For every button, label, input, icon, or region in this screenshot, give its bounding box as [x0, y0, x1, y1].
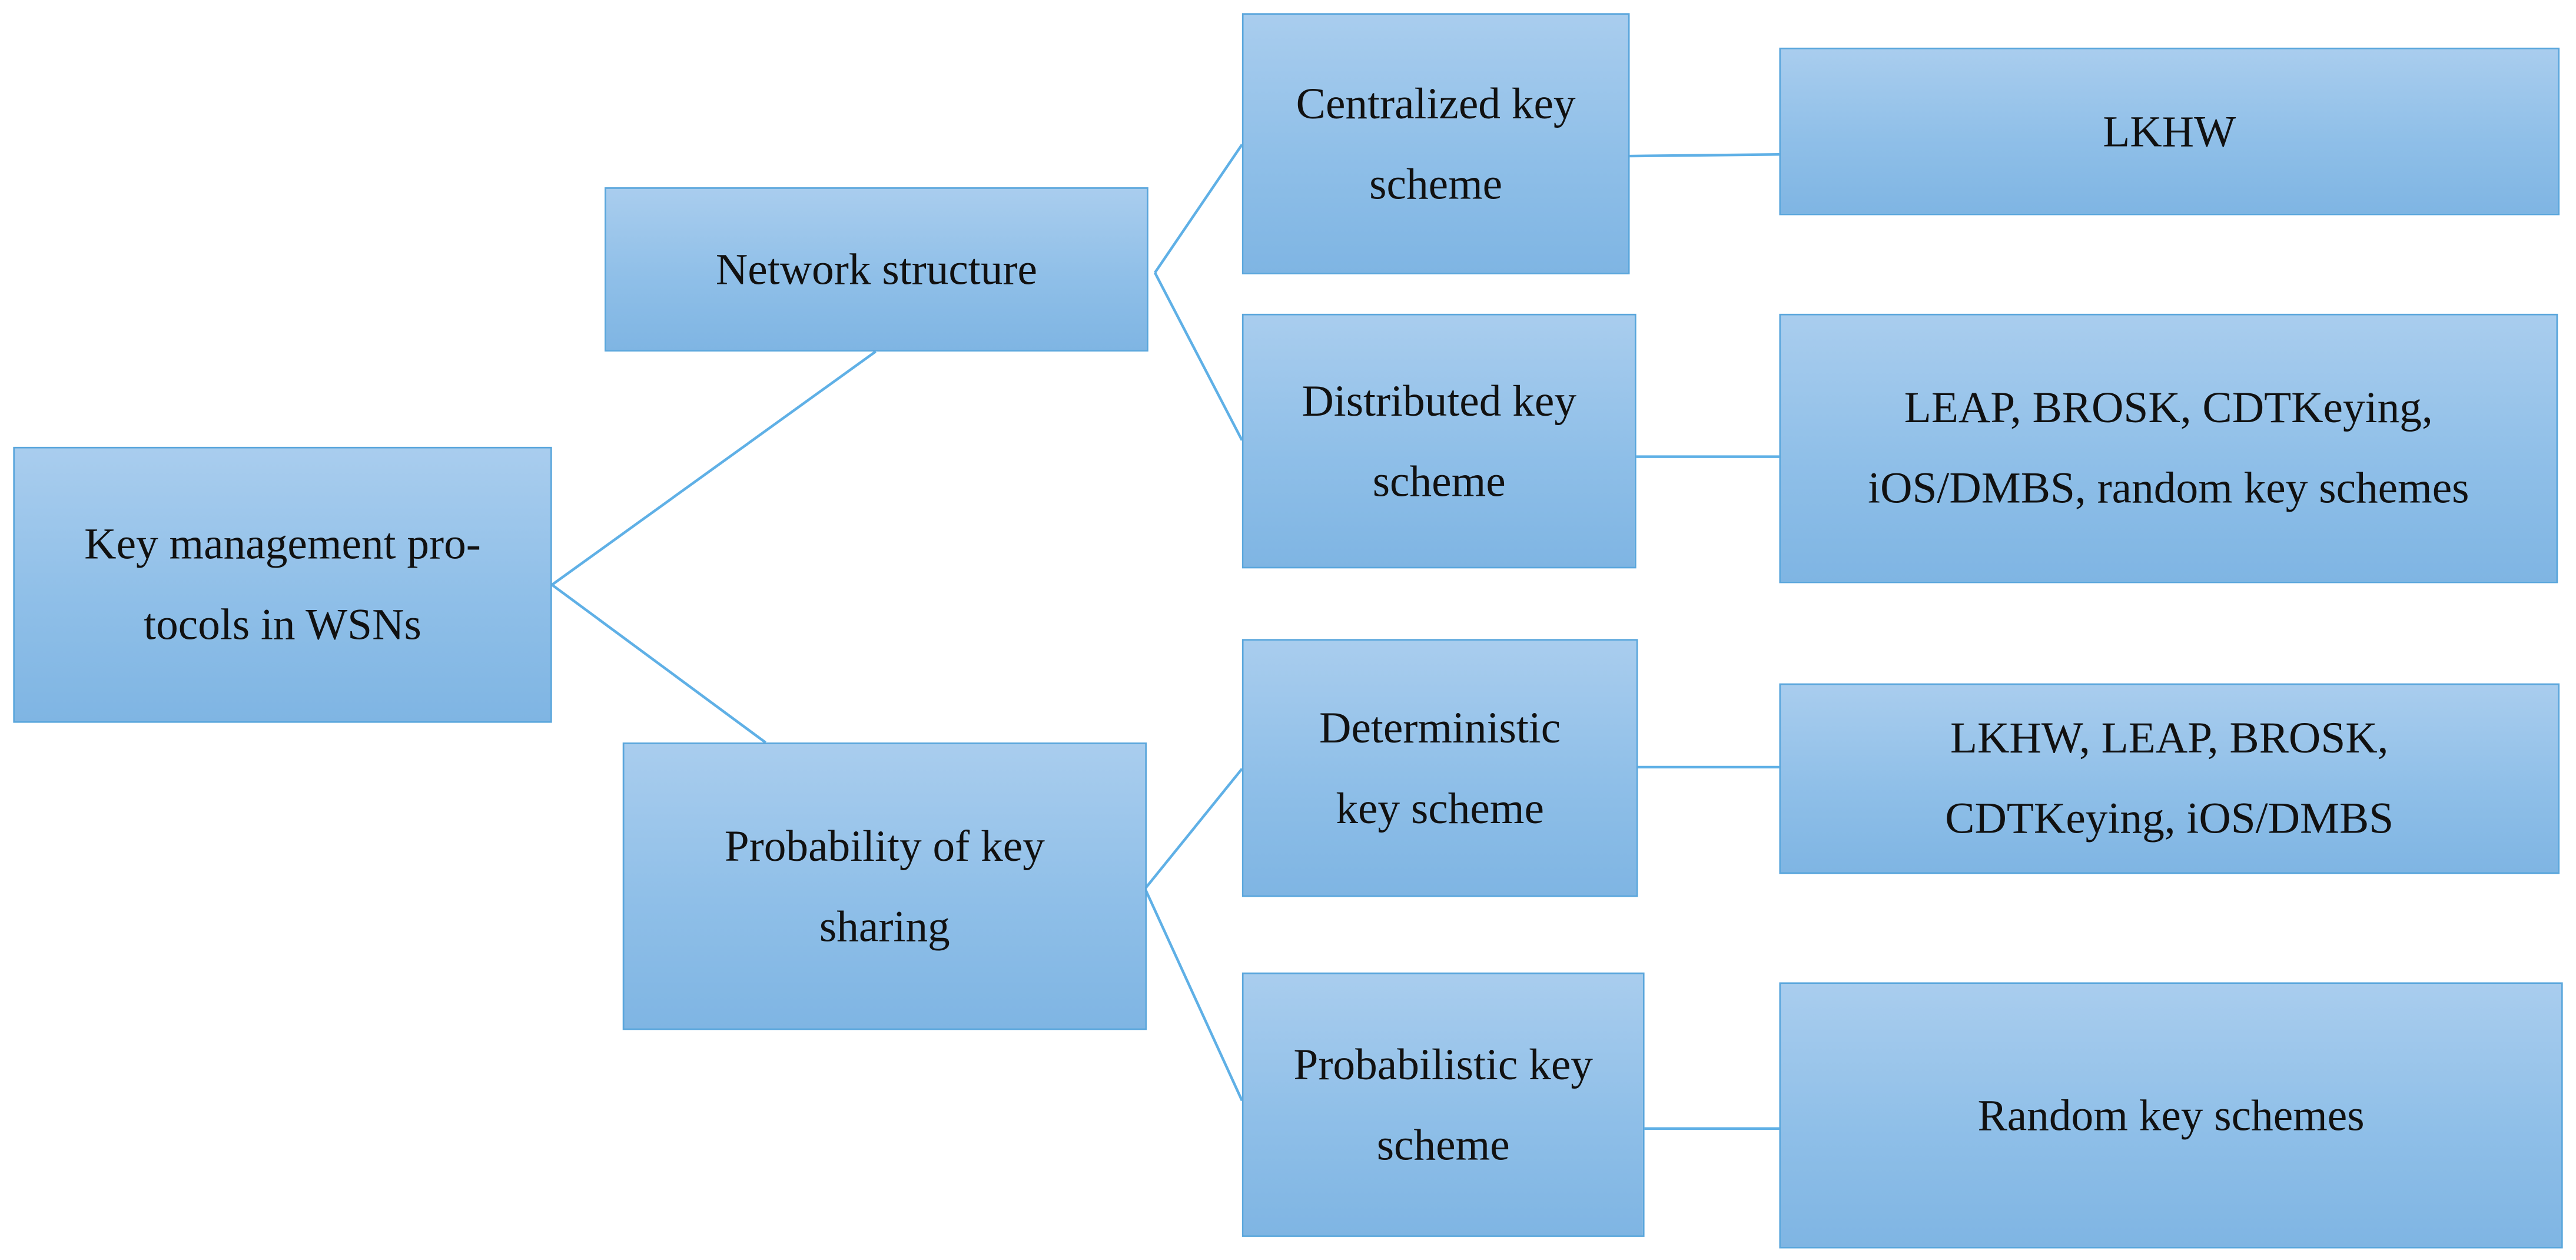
probabilistic-examples-node: Random key schemes: [1779, 982, 2563, 1249]
root-node-line-2: tocols in WSNs: [144, 599, 421, 649]
centralized-node: Centralized key scheme: [1241, 13, 1630, 274]
deterministic-examples-text: LKHW, LEAP, BROSK, CDTKeying, iOS/DMBS: [1945, 698, 2394, 859]
network-structure-label: Network structure: [715, 244, 1037, 294]
centralized-line-2: scheme: [1369, 158, 1503, 208]
key-sharing-text: Probability of key sharing: [725, 805, 1045, 966]
network-structure-node: Network structure: [605, 187, 1148, 352]
deterministic-examples-node: LKHW, LEAP, BROSK, CDTKeying, iOS/DMBS: [1779, 683, 2560, 874]
distributed-examples-node: LEAP, BROSK, CDTKeying, iOS/DMBS, random…: [1779, 313, 2558, 583]
lkhw-label: LKHW: [2103, 105, 2236, 155]
distributed-examples-text: LEAP, BROSK, CDTKeying, iOS/DMBS, random…: [1868, 368, 2469, 529]
connector-root-key-sharing: [551, 583, 766, 744]
connector-network-centralized: [1154, 144, 1243, 274]
distributed-examples-line-1: LEAP, BROSK, CDTKeying,: [1904, 383, 2433, 432]
deterministic-examples-line-1: LKHW, LEAP, BROSK,: [1950, 712, 2389, 762]
connector-sharing-deterministic: [1144, 768, 1243, 890]
root-node: Key management pro- tocols in WSNs: [13, 446, 552, 723]
root-node-line-1: Key management pro-: [84, 519, 481, 569]
centralized-line-1: Centralized key: [1296, 78, 1576, 128]
probabilistic-node: Probabilistic key scheme: [1241, 972, 1645, 1237]
root-node-text: Key management pro- tocols in WSNs: [84, 505, 481, 665]
probabilistic-line-1: Probabilistic key: [1293, 1039, 1593, 1089]
deterministic-line-2: key scheme: [1336, 782, 1544, 833]
connector-centralized-lkhw: [1629, 153, 1780, 158]
deterministic-node: Deterministic key scheme: [1241, 639, 1638, 897]
key-sharing-node: Probability of key sharing: [622, 742, 1147, 1030]
connector-network-distributed: [1153, 272, 1243, 441]
key-sharing-line-1: Probability of key: [724, 820, 1045, 870]
distributed-line-1: Distributed key: [1302, 375, 1577, 425]
key-sharing-line-2: sharing: [819, 901, 950, 951]
connector-sharing-probabilistic: [1144, 888, 1243, 1102]
centralized-text: Centralized key scheme: [1296, 63, 1576, 224]
distributed-line-2: scheme: [1372, 456, 1506, 505]
deterministic-line-1: Deterministic: [1319, 702, 1561, 752]
distributed-text: Distributed key scheme: [1302, 360, 1576, 521]
lkhw-node: LKHW: [1779, 47, 2560, 215]
probabilistic-line-2: scheme: [1376, 1119, 1510, 1169]
probabilistic-examples-label: Random key schemes: [1977, 1090, 2365, 1139]
distributed-node: Distributed key scheme: [1241, 313, 1636, 569]
distributed-examples-line-2: iOS/DMBS, random key schemes: [1868, 463, 2469, 513]
connector-root-network-structure: [551, 350, 877, 586]
deterministic-examples-line-2: CDTKeying, iOS/DMBS: [1945, 793, 2394, 843]
deterministic-text: Deterministic key scheme: [1319, 688, 1561, 848]
probabilistic-text: Probabilistic key scheme: [1293, 1024, 1593, 1185]
